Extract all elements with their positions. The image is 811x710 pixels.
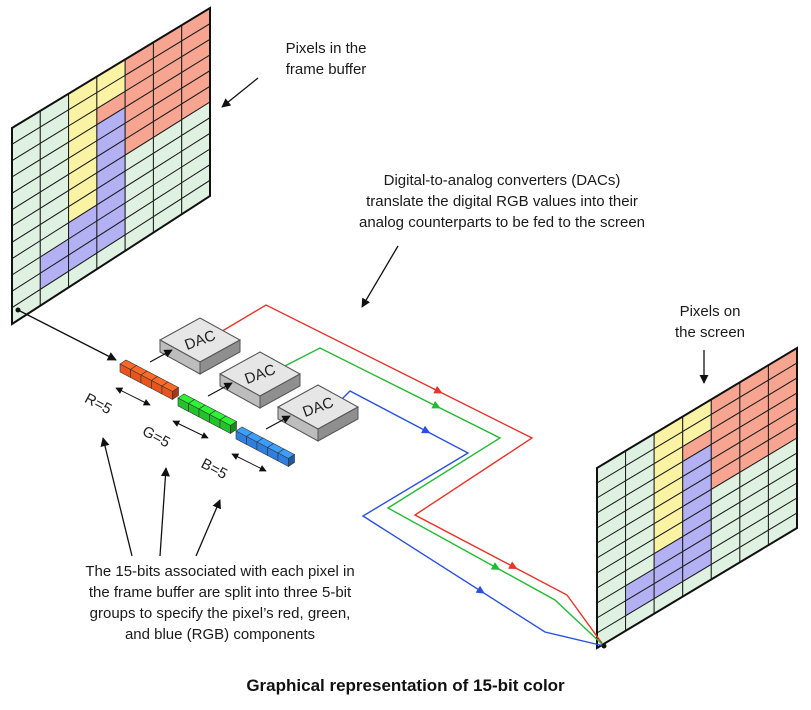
dac-box: DAC (158, 317, 242, 375)
dac-front (317, 406, 359, 442)
screen-label-line: Pixels on (679, 303, 741, 320)
bit-width-arrow (172, 420, 209, 439)
bits-to-dac-arrow (149, 349, 173, 363)
dac-note-label: Digital-to-analog converters (DACs) tran… (292, 170, 712, 233)
screen-grid (596, 346, 798, 650)
grid-border (596, 346, 798, 650)
dac-front (259, 373, 301, 409)
frame-buffer-grid (11, 6, 211, 326)
red-signal-arrow (508, 561, 518, 569)
blue-bit-group (235, 426, 296, 468)
dac-front (199, 339, 241, 375)
blue-signal-wire (338, 390, 605, 647)
dac-box: DAC (218, 351, 302, 409)
green-bit-group (177, 393, 238, 435)
grid-border (11, 6, 211, 326)
bits-note-label: The 15-bits associated with each pixel i… (0, 561, 440, 645)
bit-cube-side (172, 386, 179, 401)
red-bits-callout-arrow (100, 437, 133, 557)
bits-to-dac-arrow (207, 382, 233, 397)
blue-signal-arrow (421, 425, 431, 434)
bits-note-line: and blue (RGB) components (124, 626, 316, 643)
bit-count-label: G=5 (139, 423, 172, 452)
bit-width-arrow (231, 453, 267, 472)
bits-note-line: groups to specify the pixel’s red, green… (89, 605, 351, 622)
bit-count-label: B=5 (198, 455, 230, 483)
green-signal-arrow (490, 562, 501, 570)
bit-width-arrow (115, 387, 151, 406)
screen-label: Pixels on the screen (650, 301, 770, 343)
frame-buffer-label: Pixels in the frame buffer (236, 38, 416, 80)
frame-buffer-label-line: Pixels in the (285, 40, 367, 57)
green-bits-callout-arrow (159, 467, 170, 557)
dac-note-line: analog counterparts to be fed to the scr… (358, 214, 646, 231)
red-bit-group (119, 359, 180, 401)
green-signal-wire (278, 347, 605, 647)
frame-buffer-label-line: frame buffer (285, 61, 367, 78)
bit-cube-side (230, 420, 237, 435)
pixel-to-bits-arrow (17, 309, 117, 361)
screen-label-line: the screen (674, 324, 746, 341)
bits-note-line: the frame buffer are split into three 5-… (88, 584, 352, 601)
green-signal-arrow (431, 400, 441, 409)
bits-to-dac-arrow (265, 415, 291, 430)
bits-note-line: The 15-bits associated with each pixel i… (85, 563, 355, 580)
bit-count-label: R=5 (82, 390, 115, 418)
dac-note-line: translate the digital RGB values into th… (366, 193, 638, 210)
blue-signal-arrow (475, 585, 485, 594)
dac-note-line: Digital-to-analog converters (DACs) (383, 172, 621, 189)
screen-pixel-dot (601, 643, 607, 649)
bit-cube-side (288, 453, 295, 468)
dac-callout-arrow (361, 245, 399, 308)
blue-bits-callout-arrow (195, 499, 221, 557)
dac-box: DAC (276, 384, 360, 442)
figure-title: Graphical representation of 15-bit color (246, 676, 565, 695)
frame-buffer-callout-arrow (221, 77, 259, 108)
red-signal-arrow (433, 385, 443, 394)
red-signal-wire (218, 304, 605, 647)
